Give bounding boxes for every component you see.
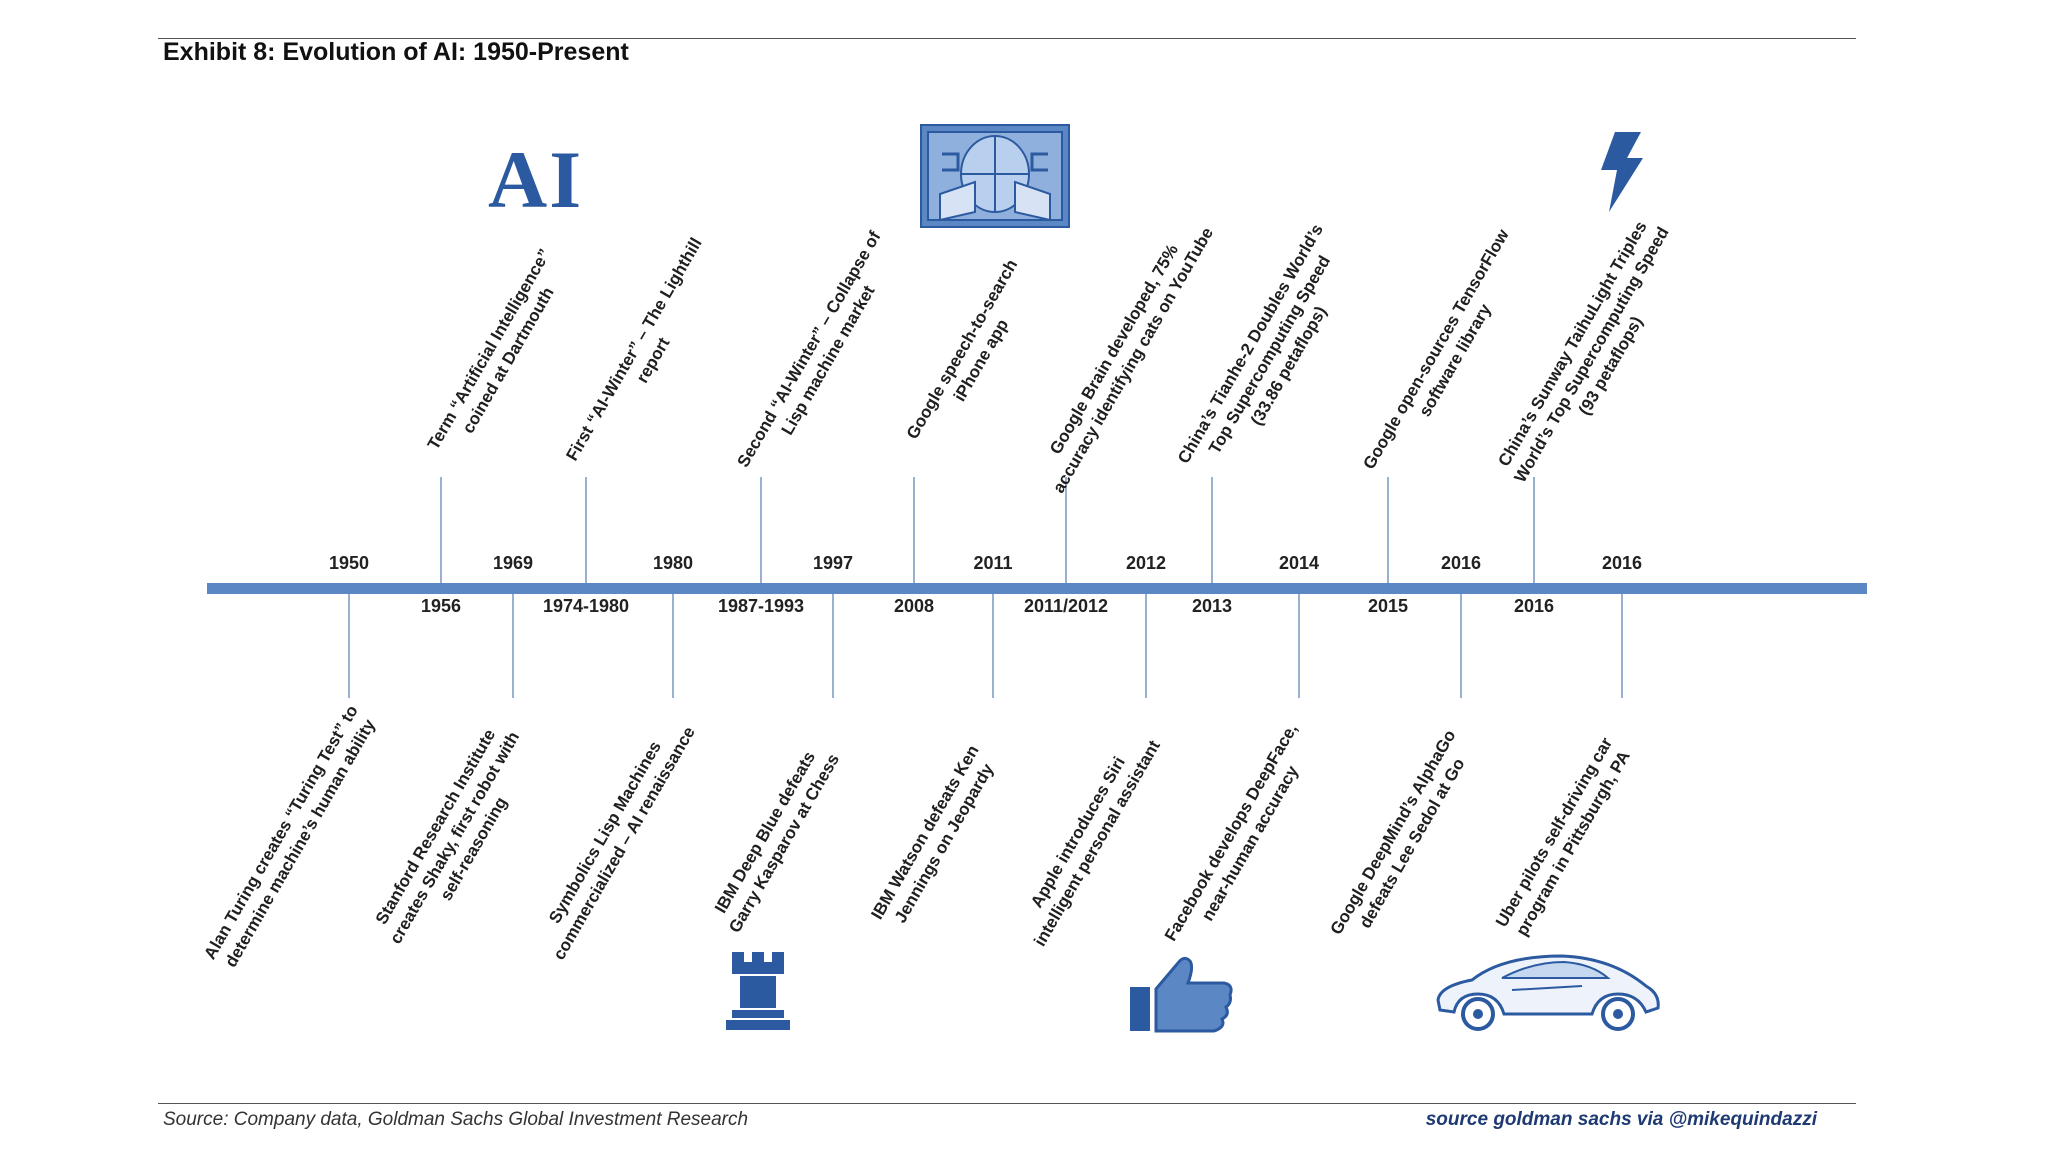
bottom-rule [158, 1103, 1856, 1104]
event-label-line: intelligent personal assistant [1030, 737, 1164, 950]
timeline-tick-up [760, 477, 762, 583]
year-label-top: 1950 [328, 553, 370, 573]
exhibit-title: Exhibit 8: Evolution of AI: 1950-Present [163, 38, 629, 66]
year-label-bottom: 1956 [420, 596, 462, 616]
year-label-top: 1969 [492, 553, 534, 573]
top-rule [158, 38, 1856, 39]
lightning-bolt-icon [1601, 132, 1643, 212]
timeline-axis [207, 583, 1867, 594]
timeline-tick-up [1533, 477, 1535, 583]
timeline-tick-up [440, 477, 442, 583]
timeline-tick-down [348, 594, 350, 698]
timeline-tick-down [1298, 594, 1300, 698]
year-label-top: 2014 [1278, 553, 1320, 573]
event-label-line: Alan Turing creates “Turing Test” to [200, 701, 362, 963]
event-label-line: commercialized – AI renaissance [549, 723, 699, 964]
timeline-tick-up [913, 477, 915, 583]
event-below: Facebook develops DeepFace,near-human ac… [1160, 720, 1322, 956]
event-above: Term “Artificial Intelligence”coined at … [423, 245, 575, 465]
timeline-tick-up [1211, 477, 1213, 583]
timeline-tick-down [1621, 594, 1623, 698]
event-label-line: Term “Artificial Intelligence” [423, 245, 555, 453]
credit-note: source goldman sachs via @mikequindazzi [1425, 1109, 1817, 1130]
event-label-line: near-human accuracy [1197, 762, 1303, 925]
year-label-bottom: 2013 [1191, 596, 1233, 616]
event-label-line: Facebook develops DeepFace, [1160, 720, 1302, 945]
timeline-tick-down [832, 594, 834, 698]
timeline-tick-down [672, 594, 674, 698]
event-label-line: Google Brain developed, 75% [1046, 241, 1183, 458]
event-label-line: Symbolics Lisp Machines [545, 737, 665, 927]
event-label-line: creates Shaky, first robot with [385, 728, 524, 948]
thumbs-up-icon [1130, 956, 1233, 1033]
event-label-line: Apple introduces Siri [1027, 753, 1130, 912]
event-label-line: report [632, 334, 674, 387]
event-label-line: determine machine’s human ability [221, 716, 380, 971]
event-label-line: program in Pittsburgh, PA [1512, 747, 1634, 940]
source-note: Source: Company data, Goldman Sachs Glob… [163, 1109, 749, 1130]
year-label-top: 1980 [652, 553, 694, 573]
event-label-line: coined at Dartmouth [458, 283, 558, 437]
year-label-bottom: 1974-1980 [542, 596, 630, 616]
timeline-tick-up [1065, 477, 1067, 583]
timeline-tick-down [512, 594, 514, 698]
event-label-line: World’s Top Supercomputing Speed [1510, 223, 1673, 486]
chess-rook-icon [726, 952, 790, 1030]
year-label-bottom: 1987-1993 [717, 596, 805, 616]
event-label-line: Lisp machine market [777, 282, 879, 439]
year-label-top: 2012 [1125, 553, 1167, 573]
timeline-tick-down [1145, 594, 1147, 698]
year-label-bottom: 2016 [1513, 596, 1555, 616]
year-label-top: 2016 [1601, 553, 1643, 573]
year-label-top: 2016 [1440, 553, 1482, 573]
event-label-line: defeats Lee Sedol at Go [1355, 755, 1469, 932]
sports-car-icon [1436, 954, 1660, 1031]
event-label-line: First “AI-Winter” – The Lighthill [562, 234, 706, 464]
event-label-line: Google DeepMind’s AlphaGo [1326, 726, 1460, 938]
timeline-tick-down [992, 594, 994, 698]
event-label-line: Uber pilots self-driving car [1491, 734, 1617, 931]
year-label-bottom: 2008 [893, 596, 935, 616]
year-label-bottom: 2011/2012 [1023, 596, 1109, 616]
timeline-tick-down [1460, 594, 1462, 698]
computer-screen-icon [920, 124, 1070, 228]
year-label-top: 2011 [973, 553, 1013, 573]
ai-logo-icon: AI [488, 134, 584, 225]
timeline-tick-up [1387, 477, 1389, 583]
year-label-bottom: 2015 [1367, 596, 1409, 616]
event-label-line: Google open-sources TensorFlow [1359, 226, 1513, 473]
event-label-line: Top Supercomputing Speed [1204, 252, 1335, 458]
event-label-line: Second “AI-Winter” – Collapse of [733, 227, 885, 471]
timeline-tick-up [585, 477, 587, 583]
year-label-top: 1997 [812, 553, 854, 573]
